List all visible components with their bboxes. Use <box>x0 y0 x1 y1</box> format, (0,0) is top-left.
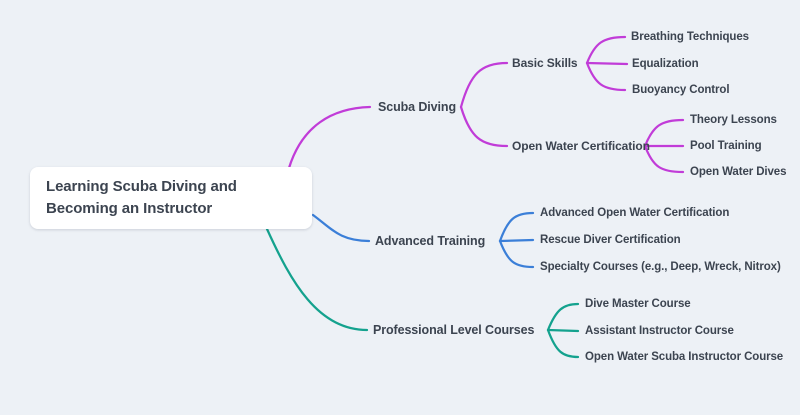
connector-basic-breathing <box>585 35 627 65</box>
leaf-dive-master-course[interactable]: Dive Master Course <box>585 298 691 310</box>
leaf-advanced-open-water-certification[interactable]: Advanced Open Water Certification <box>540 207 730 219</box>
node-basic-skills[interactable]: Basic Skills <box>512 56 578 70</box>
connector-scuba-basic-skills <box>459 61 509 109</box>
connector-basic-equalization <box>585 61 629 66</box>
connector-advanced-rescue <box>498 238 535 243</box>
leaf-buoyancy-control[interactable]: Buoyancy Control <box>632 84 730 96</box>
leaf-assistant-instructor-course[interactable]: Assistant Instructor Course <box>585 325 734 337</box>
connector-professional-divemaster <box>546 302 580 332</box>
leaf-open-water-dives[interactable]: Open Water Dives <box>690 166 787 178</box>
branch-advanced-training[interactable]: Advanced Training <box>375 234 486 248</box>
connector-root-advanced-training <box>311 213 371 243</box>
leaf-specialty-courses[interactable]: Specialty Courses (e.g., Deep, Wreck, Ni… <box>540 261 781 273</box>
connector-professional-owsi <box>546 328 580 359</box>
leaf-theory-lessons[interactable]: Theory Lessons <box>690 114 777 126</box>
root-node-title[interactable]: Learning Scuba Diving and Becoming an In… <box>30 167 312 229</box>
leaf-pool-training[interactable]: Pool Training <box>690 140 762 152</box>
connector-scuba-open-water-cert <box>459 105 509 148</box>
connector-advanced-specialty <box>498 239 535 269</box>
leaf-rescue-diver-certification[interactable]: Rescue Diver Certification <box>540 234 681 246</box>
connector-owc-dives <box>643 144 685 174</box>
branch-professional-level-courses[interactable]: Professional Level Courses <box>373 323 535 337</box>
leaf-open-water-scuba-instructor-course[interactable]: Open Water Scuba Instructor Course <box>585 351 784 363</box>
leaf-equalization[interactable]: Equalization <box>632 58 699 70</box>
connector-professional-assistant <box>546 328 580 333</box>
connector-owc-theory <box>643 118 685 148</box>
branch-scuba-diving[interactable]: Scuba Diving <box>378 100 456 114</box>
connector-advanced-aowc <box>498 211 535 243</box>
connector-basic-buoyancy <box>585 61 627 92</box>
connector-root-professional-courses <box>265 227 369 332</box>
leaf-breathing-techniques[interactable]: Breathing Techniques <box>631 31 749 43</box>
node-open-water-certification[interactable]: Open Water Certification <box>512 139 650 153</box>
connector-root-scuba-diving <box>287 105 372 170</box>
